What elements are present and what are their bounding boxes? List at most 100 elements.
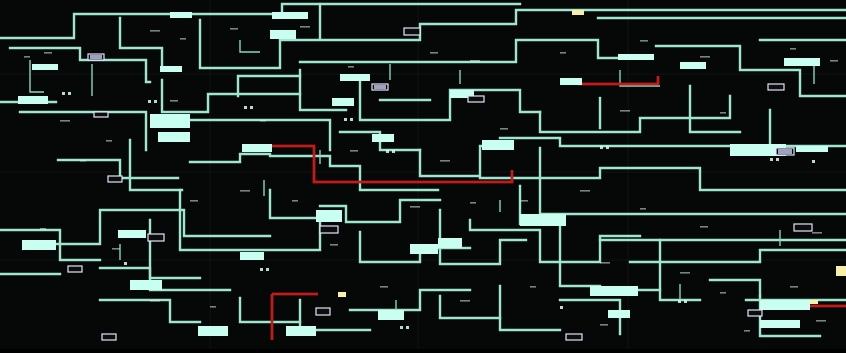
illegible-label [80,160,86,162]
bus-a30 [286,326,316,336]
illegible-label [330,244,338,246]
illegible-label [230,28,238,30]
illegible-label [240,190,250,192]
illegible-label [112,248,120,250]
illegible-label [180,38,186,40]
illegible-label [170,100,178,102]
illegible-label [40,228,46,230]
bus-a13 [450,90,474,98]
bus-a29 [198,326,228,336]
illegible-label [700,56,710,58]
line-low-20 [438,294,502,320]
illegible-label [700,226,708,228]
bus-a6 [160,66,182,72]
alarm-tags [338,10,846,304]
illegible-label [640,208,646,210]
value-box-6 [403,27,421,36]
line-low-15 [708,278,762,298]
illegible-label [348,66,354,68]
bus-a25 [240,252,264,260]
line-top-3 [118,16,164,72]
value-box-9 [147,233,165,242]
illegible-label [430,52,438,54]
value-box-10 [67,265,83,273]
illegible-label [24,56,30,58]
illegible-label [580,190,590,192]
value-box-16 [793,223,813,232]
value-box-12 [101,333,117,341]
bus-a21 [520,214,566,226]
line-low-23 [98,298,202,324]
alarm-tag-4 [810,300,818,304]
bus-a4 [272,12,308,19]
illegible-label [620,110,630,112]
bus-a26 [118,230,146,238]
value-box-13 [315,307,331,316]
substations [18,12,828,336]
line-mid-13 [128,138,184,192]
bus-a28 [130,280,162,290]
line-low-2 [22,208,272,246]
bus-a5 [270,30,296,39]
bus-a27 [22,240,56,250]
value-boxes [67,27,813,341]
bus-a11 [332,98,354,106]
value-box-3 [107,175,123,183]
value-box-7 [767,83,785,91]
illegible-label [470,202,476,204]
illegible-label [600,262,610,264]
alarm-tag-3 [836,266,846,276]
bus-a3 [170,12,192,18]
value-box-11 [319,225,339,234]
bus-a22 [316,210,342,222]
line-top-7 [198,18,282,70]
line-mid-9 [538,94,732,134]
line-low-6 [268,188,322,220]
bus-a9 [242,144,272,152]
line-low-7 [318,198,442,224]
illegible-label [790,48,796,50]
line-mid-20 [478,166,846,192]
bus-a17 [680,62,706,69]
line-low-5 [98,266,232,292]
bus-a18 [784,58,820,66]
line-top-2 [8,46,152,84]
illegible-label [300,26,310,28]
illegible-label [60,120,70,122]
illegible-label [560,52,566,54]
bus-a24 [438,238,462,248]
bus-a14 [482,140,514,150]
overload-line-3 [270,292,318,340]
bus-a33 [608,310,630,318]
line-mid-14 [56,158,180,180]
line-low-3 [178,188,322,252]
bus-a34 [760,300,810,310]
illegible-label [106,140,112,142]
bus-a32 [590,286,638,296]
illegible-label [440,160,450,162]
line-mid-4 [182,118,332,152]
line-mid-11 [688,84,742,134]
bus-a20 [796,146,828,152]
illegible-label [350,150,358,152]
illegible-label [812,232,822,234]
illegible-label [680,272,690,274]
illegible-label [720,112,726,114]
illegible-label [460,300,470,302]
line-mid-5 [236,74,302,98]
bus-a35 [760,320,800,328]
bus-a23 [410,244,438,254]
line-mid-15 [188,152,272,164]
overload-line-1 [272,144,514,184]
illegible-label [190,200,198,202]
line-low-10 [468,218,642,264]
illegible-label [744,330,750,332]
illegible-label [816,320,826,322]
illegible-label [640,40,648,42]
overload-line-2 [578,76,660,86]
micro-labels [24,26,838,332]
illegible-label [410,206,420,208]
illegible-label [790,286,798,288]
